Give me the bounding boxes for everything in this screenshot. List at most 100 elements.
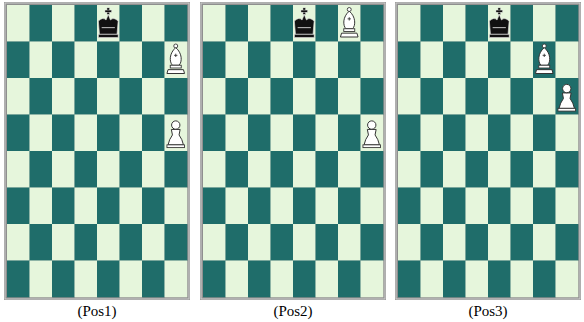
board-square [511,78,534,115]
board-square [7,188,30,225]
board-square [52,42,75,79]
board-square [97,42,120,79]
chess-board [200,2,386,300]
board-square [165,151,188,188]
board-square [421,115,444,152]
board-square [271,188,294,225]
position-caption: (Pos1) [77,302,116,320]
board-square [533,151,556,188]
board-square [165,42,188,79]
board-square [338,42,361,79]
board-square [293,261,316,298]
board-square [421,261,444,298]
board-square [142,224,165,261]
board-square [203,42,226,79]
board-square [466,5,489,42]
board-square [316,261,339,298]
position-caption: (Pos2) [273,302,312,320]
board-square [52,5,75,42]
board-square [30,151,53,188]
board-square [165,78,188,115]
board-square [226,115,249,152]
board-square [271,42,294,79]
board-square [398,261,421,298]
board-square [556,224,579,261]
board-square [271,115,294,152]
board-square [511,261,534,298]
board-square [361,115,384,152]
board-square [248,5,271,42]
board-square [443,115,466,152]
board-square [7,42,30,79]
black-king [489,8,509,38]
board-square [316,188,339,225]
board-square [97,115,120,152]
board-square [556,5,579,42]
board-square [52,261,75,298]
board-square [421,151,444,188]
board-square [533,261,556,298]
board-square [7,5,30,42]
board-square [443,261,466,298]
board-square [511,188,534,225]
board-square [316,151,339,188]
board-square [52,115,75,152]
board-square [30,224,53,261]
board-square [488,5,511,42]
board-square [75,151,98,188]
board-square [293,5,316,42]
board-square [443,151,466,188]
board-square [443,78,466,115]
board-square [97,151,120,188]
board-square [443,188,466,225]
board-square [361,42,384,79]
board-square [7,78,30,115]
board-square [488,151,511,188]
chess-board [4,2,190,300]
white-bishop [167,44,185,73]
board-square [226,151,249,188]
board-square [533,188,556,225]
chess-board [395,2,581,300]
board-square [165,261,188,298]
board-square [226,224,249,261]
board-square [316,78,339,115]
board-square [398,151,421,188]
board-square [165,115,188,152]
board-square [97,78,120,115]
board-square [488,261,511,298]
board-square [271,5,294,42]
board-square [488,115,511,152]
board-square [533,5,556,42]
board-square [226,42,249,79]
board-square [97,261,120,298]
board-square [226,78,249,115]
board-square [293,42,316,79]
board-square [421,5,444,42]
board-square [30,188,53,225]
board-square [120,151,143,188]
board-square [398,5,421,42]
board-square [398,115,421,152]
board-square [556,261,579,298]
board-square [7,224,30,261]
board-square [142,5,165,42]
board-square [533,78,556,115]
board-square [398,42,421,79]
board-square [556,115,579,152]
board-square [142,261,165,298]
board-square [421,188,444,225]
board-square [293,115,316,152]
board-square [488,78,511,115]
board-square [203,188,226,225]
board-square [248,261,271,298]
board-square [361,261,384,298]
board-square [226,5,249,42]
board-square [466,151,489,188]
board-square [316,115,339,152]
black-king [98,8,118,38]
board-square [142,151,165,188]
board-square [248,42,271,79]
black-king [294,8,314,38]
